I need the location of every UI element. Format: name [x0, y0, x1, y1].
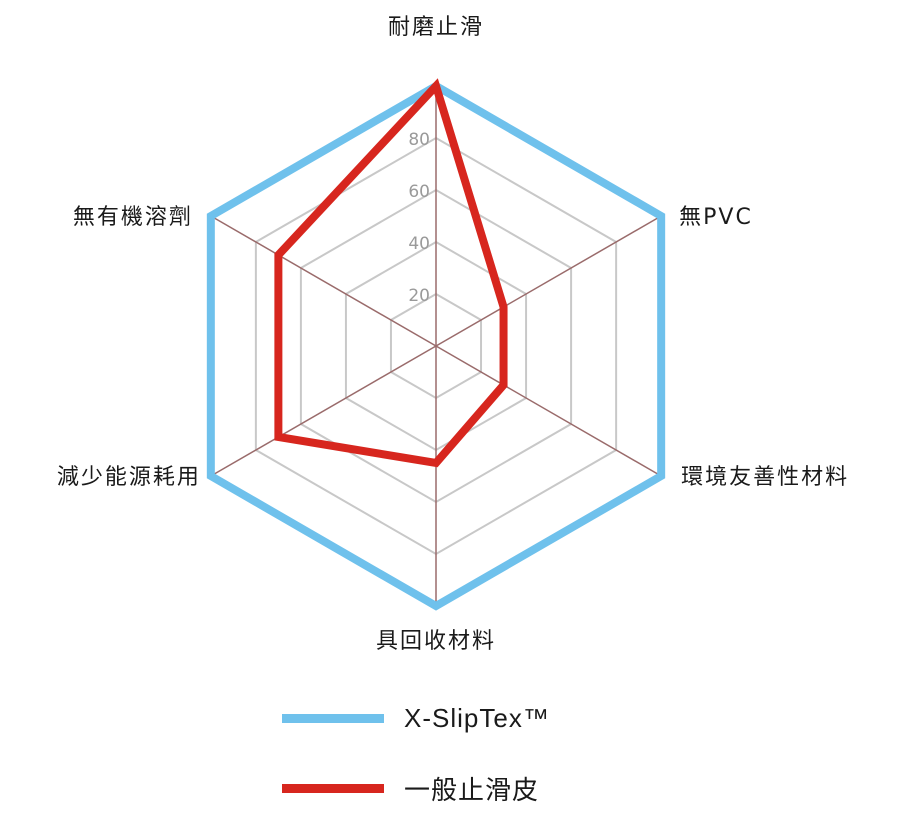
axis-label: 環境友善性材料 — [681, 465, 849, 490]
legend-item-standard: 一般止滑皮 — [282, 770, 550, 806]
axis-spoke — [435, 215, 662, 347]
axis-label: 具回收材料 — [376, 629, 496, 654]
axis-label: 減少能源耗用 — [57, 465, 201, 490]
radar-tick-labels: 20 40 60 80 — [408, 130, 430, 306]
legend: X-SlipTex™ 一般止滑皮 — [282, 700, 550, 840]
radar-spokes — [210, 86, 662, 606]
tick-label: 80 — [408, 130, 430, 150]
series-line-0 — [206, 81, 666, 611]
series-line-1 — [274, 78, 508, 468]
legend-label-x-sliptex: X-SlipTex™ — [404, 702, 550, 733]
legend-item-x-sliptex: X-SlipTex™ — [282, 700, 550, 736]
axis-label: 無PVC — [679, 205, 753, 230]
tick-label: 20 — [408, 286, 430, 306]
tick-label: 60 — [408, 182, 430, 202]
radar-series — [206, 78, 666, 611]
axis-label: 無有機溶劑 — [73, 205, 193, 230]
tick-label: 40 — [408, 234, 430, 254]
axis-label: 耐磨止滑 — [388, 15, 484, 40]
legend-swatch-standard — [282, 783, 384, 793]
legend-swatch-x-sliptex — [282, 713, 384, 723]
axis-spoke — [435, 345, 662, 477]
axis-spoke — [210, 345, 437, 477]
legend-label-standard: 一般止滑皮 — [404, 774, 540, 805]
axis-spoke — [210, 215, 437, 347]
